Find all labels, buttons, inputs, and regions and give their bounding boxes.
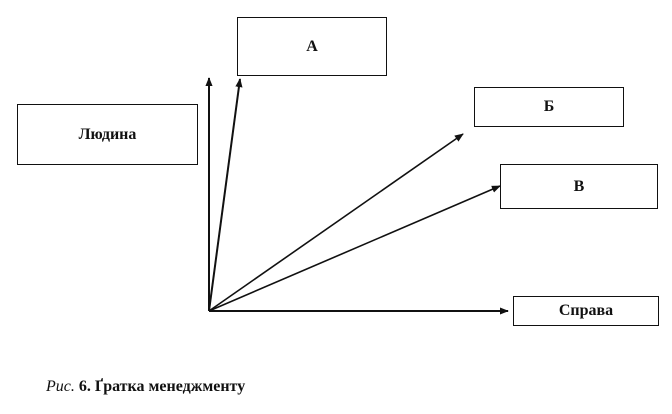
box-a-label: А	[306, 37, 318, 55]
box-task: Справа	[513, 296, 659, 326]
box-v-label: В	[573, 177, 585, 195]
box-task-label: Справа	[558, 302, 614, 319]
box-person-label: Людина	[78, 125, 137, 143]
figure-caption: Рис. 6. Ґратка менеджменту	[46, 378, 245, 396]
arrow-to-a	[208, 78, 243, 312]
figure-label: Рис.	[46, 378, 75, 395]
box-b-label: Б	[543, 98, 555, 115]
box-a: А	[237, 17, 387, 76]
arrow-to-v	[208, 185, 501, 312]
box-v: В	[500, 164, 658, 209]
box-b: Б	[474, 87, 624, 127]
figure-number: 6.	[78, 378, 91, 395]
arrow-to-b	[208, 133, 464, 312]
box-person: Людина	[17, 104, 198, 165]
figure-title: Ґратка менеджменту	[94, 378, 246, 395]
